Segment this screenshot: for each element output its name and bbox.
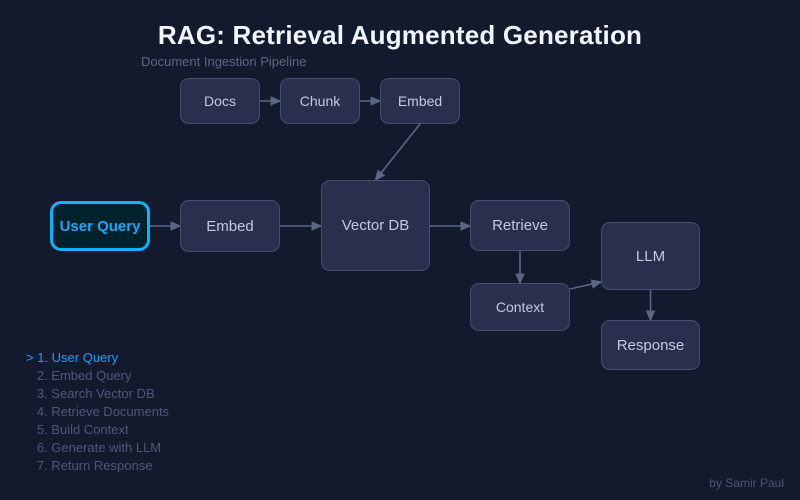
step-item[interactable]: 5. Build Context <box>26 422 129 437</box>
step-item[interactable]: 6. Generate with LLM <box>26 440 162 455</box>
node-label: Retrieve <box>492 217 548 234</box>
edge-context-to-llm <box>569 279 603 290</box>
node-label: Chunk <box>299 93 341 109</box>
pipeline-subtitle: Document Ingestion Pipeline <box>141 54 307 69</box>
step-item[interactable]: 3. Search Vector DB <box>26 386 155 401</box>
author-credit: by Samir Paul <box>709 476 784 490</box>
node-llm[interactable]: LLM <box>601 222 700 290</box>
node-embed_q[interactable]: Embed <box>180 200 280 252</box>
node-label: Response <box>616 336 685 354</box>
node-label: Vector DB <box>341 217 410 234</box>
node-retrieve[interactable]: Retrieve <box>470 200 570 251</box>
page-title: RAG: Retrieval Augmented Generation <box>157 20 643 50</box>
step-item[interactable]: 4. Retrieve Documents <box>26 404 170 419</box>
node-label: LLM <box>635 247 666 265</box>
node-embed_doc[interactable]: Embed <box>380 78 460 124</box>
edge-embed_doc-to-vector_db <box>374 123 421 182</box>
node-label: Embed <box>206 217 254 235</box>
node-chunk[interactable]: Chunk <box>280 78 360 124</box>
node-label: Embed <box>397 93 443 109</box>
step-item-current[interactable]: > 1. User Query <box>26 350 119 365</box>
node-label: User Query <box>59 217 141 235</box>
node-user_query[interactable]: User Query <box>50 201 150 251</box>
node-response[interactable]: Response <box>601 320 700 370</box>
node-docs[interactable]: Docs <box>180 78 260 124</box>
step-list: > 1. User Query 2. Embed Query 3. Search… <box>26 349 286 475</box>
step-item[interactable]: 7. Return Response <box>26 458 153 473</box>
node-context[interactable]: Context <box>470 283 570 331</box>
node-label: Context <box>495 299 545 315</box>
step-item[interactable]: 2. Embed Query <box>26 368 132 383</box>
node-label: Docs <box>204 93 236 109</box>
node-vector_db[interactable]: Vector DB <box>321 180 430 271</box>
